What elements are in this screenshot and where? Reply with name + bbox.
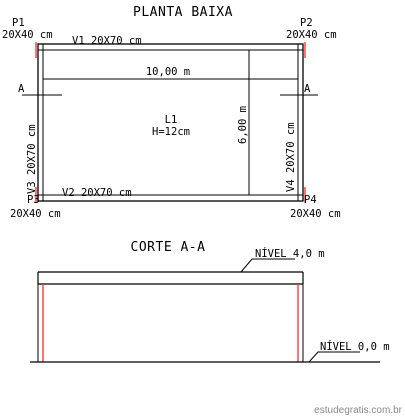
plan-outline: [37, 43, 304, 202]
column-p4-size: 20X40 cm: [290, 208, 341, 220]
section-title: CORTE A-A: [131, 240, 206, 255]
column-p2-label: P2: [300, 17, 313, 29]
watermark: estudegratis.com.br: [314, 405, 402, 416]
column-p3-size: 20X40 cm: [10, 208, 61, 220]
level-top-leader: [240, 258, 295, 273]
beam-v1-label: V1 20X70 cm: [72, 35, 142, 47]
beam-v2-label: V2 20X70 cm: [62, 187, 132, 199]
beam-v3-label: V3 20X70 cm: [26, 124, 38, 194]
dimension-horizontal-label: 10,00 m: [146, 66, 190, 78]
level-bottom-label: NÍVEL 0,0 m: [320, 340, 390, 353]
column-p1-size: 20X40 cm: [2, 29, 53, 41]
section-beam: [37, 271, 304, 285]
slab-thickness: H=12cm: [152, 126, 190, 138]
cut-mark-right-letter: A: [304, 83, 311, 95]
beam-v4-label: V4 20X70 cm: [285, 122, 297, 192]
dimension-horizontal: [42, 75, 299, 83]
section-columns: [37, 284, 304, 362]
slab-name: L1: [165, 114, 178, 126]
column-marks: [35, 42, 306, 203]
column-p1-label: P1: [12, 17, 25, 29]
level-bottom-leader: [308, 351, 360, 363]
column-p3-label: P3: [27, 194, 40, 206]
plan-title: PLANTA BAIXA: [133, 5, 233, 20]
column-p2-size: 20X40 cm: [286, 29, 337, 41]
section-column-red-marks: [42, 284, 299, 362]
cut-mark-left-letter: A: [18, 83, 25, 95]
dimension-vertical: [245, 49, 253, 196]
dimension-vertical-label: 6,00 m: [237, 106, 249, 144]
column-p4-label: P4: [304, 194, 317, 206]
level-top-label: NÍVEL 4,0 m: [255, 247, 325, 260]
